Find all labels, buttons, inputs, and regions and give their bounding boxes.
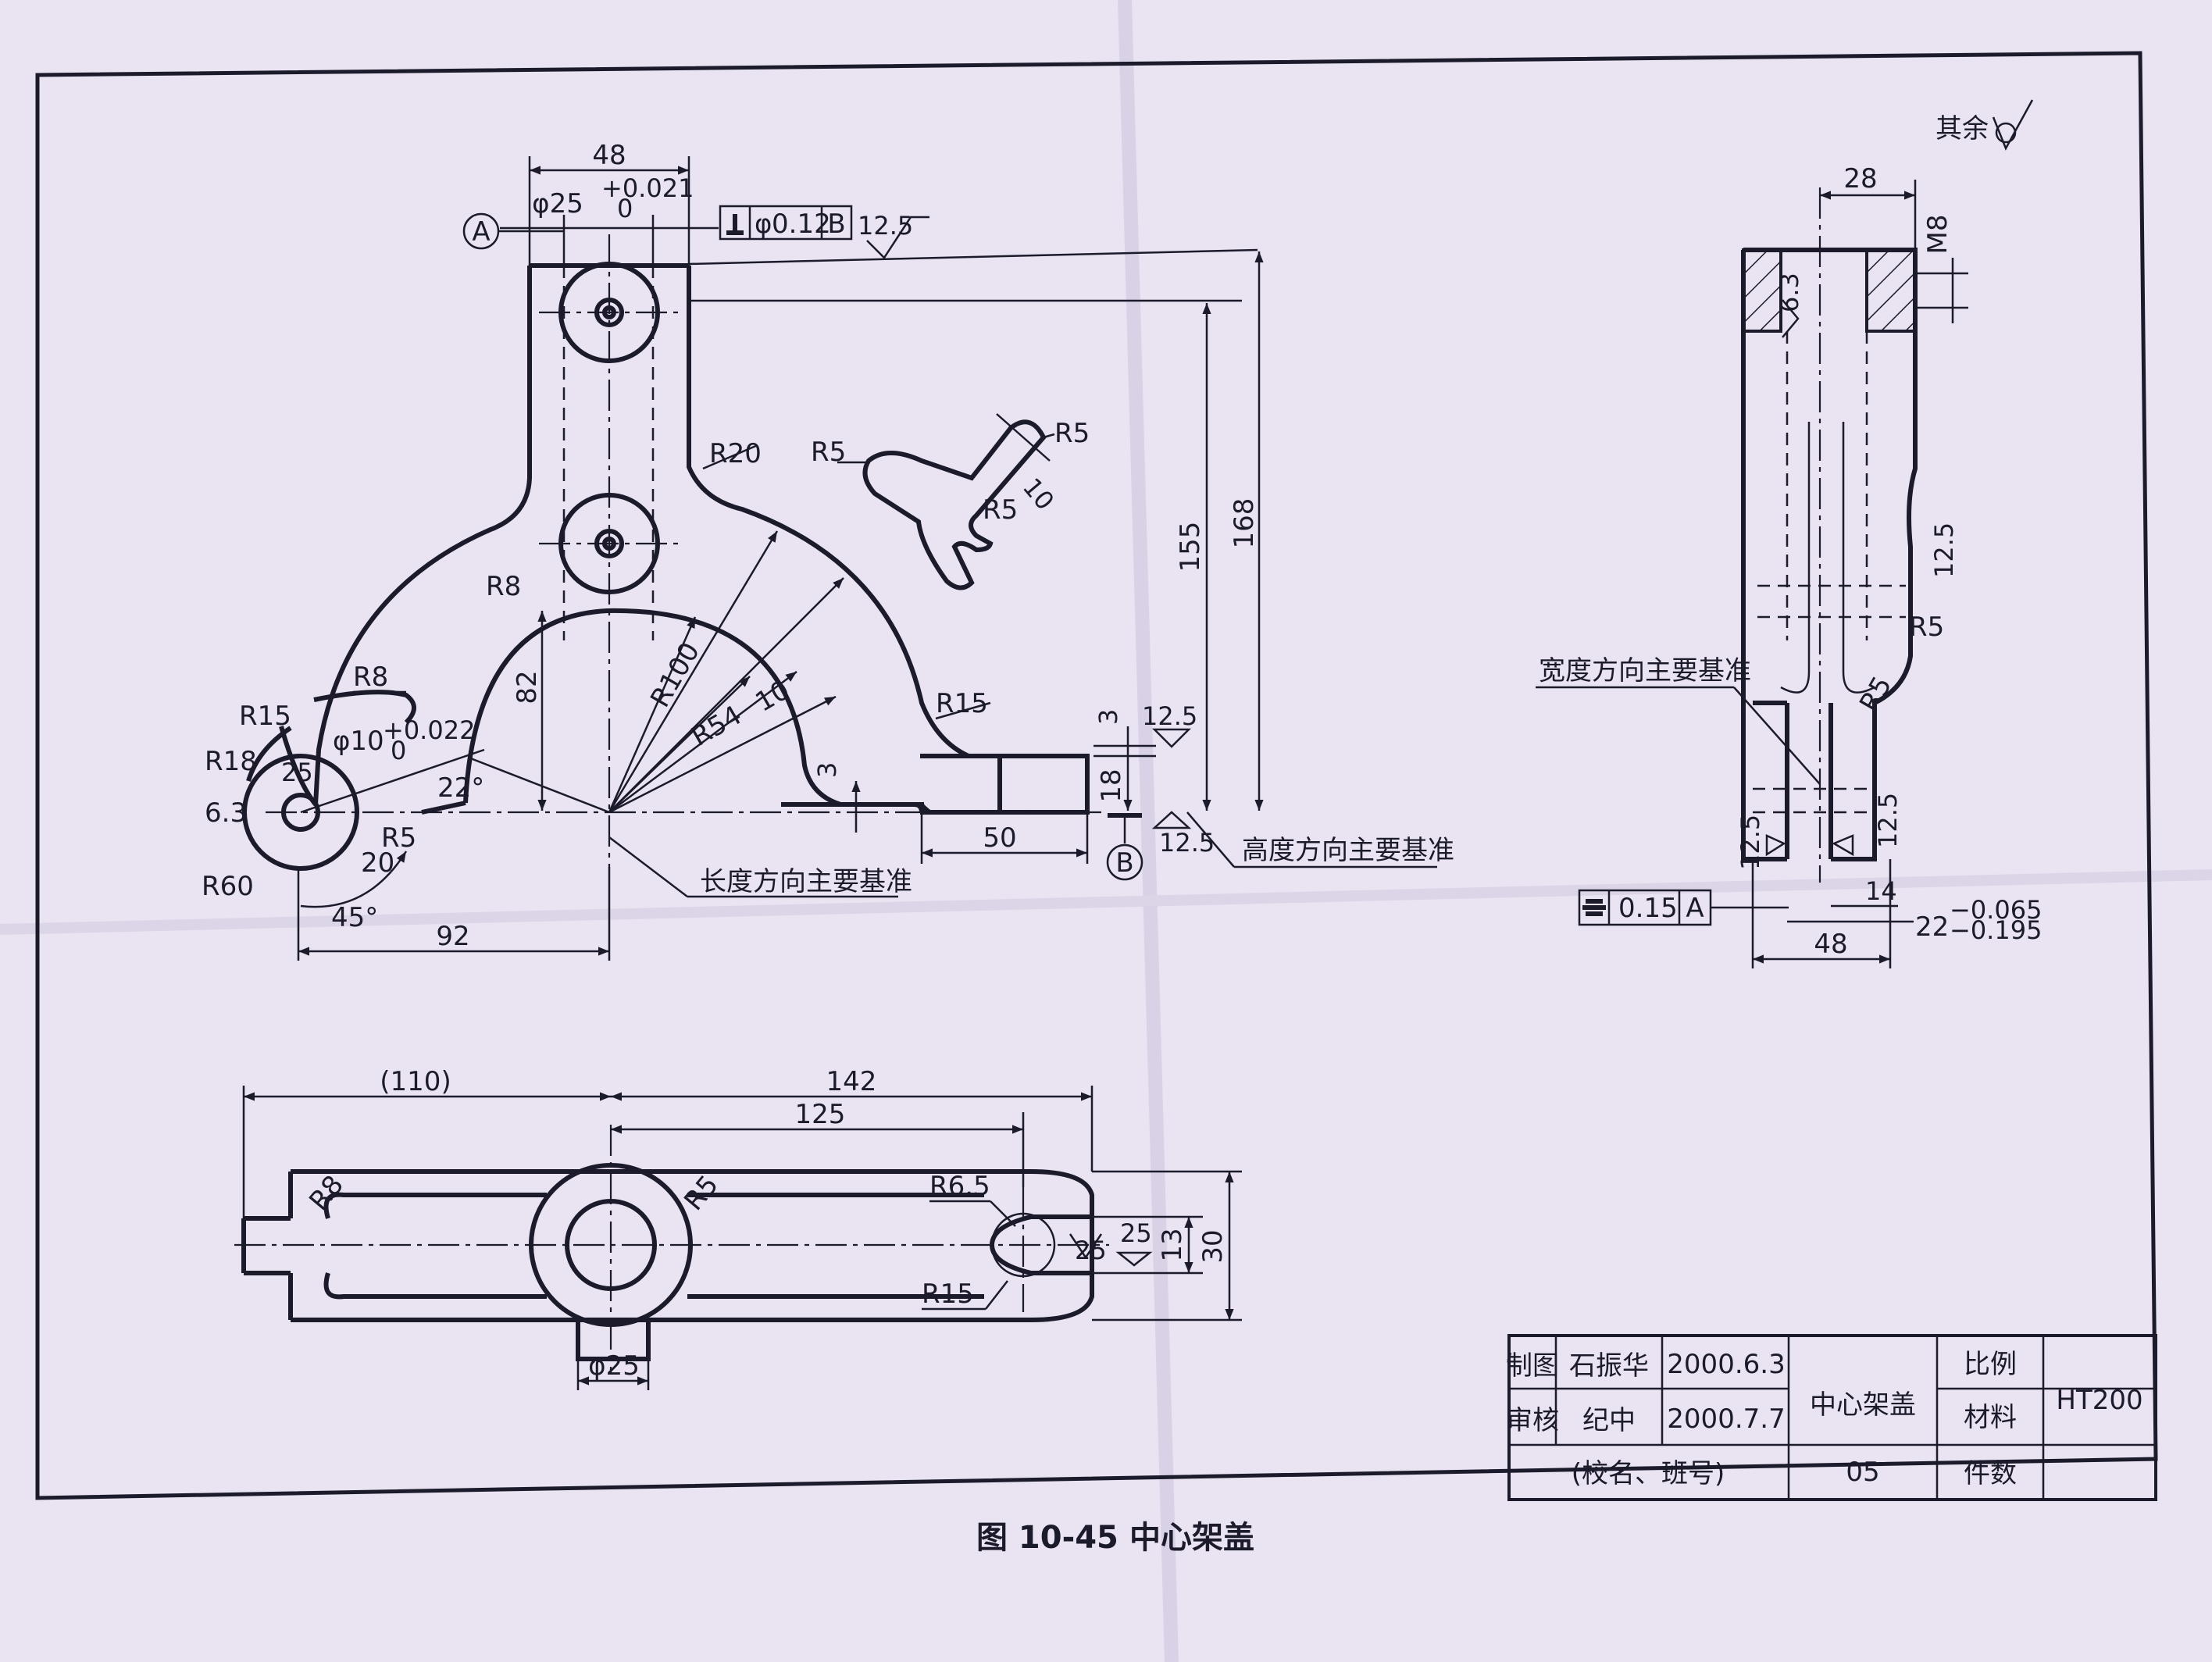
tb-school: (校名、班号)	[1572, 1458, 1725, 1489]
caption-number: 图 10-45	[976, 1520, 1118, 1556]
top-30: 30	[1197, 1229, 1229, 1263]
tb-scale-label: 比例	[1964, 1349, 2017, 1380]
dim-phi10: φ10	[333, 726, 384, 757]
dim-6-3: 6.3	[205, 797, 247, 829]
sym-value: 0.15	[1618, 893, 1678, 924]
dim-50: 50	[983, 822, 1016, 854]
tb-drawing-no: 05	[1846, 1457, 1879, 1488]
dim-phi25: φ25	[532, 188, 583, 219]
label-length-datum: 长度方向主要基准	[700, 866, 912, 897]
tol-datum: B	[827, 209, 845, 240]
dim-r18: R18	[205, 746, 257, 777]
side-rough-6-3: 6.3	[1775, 273, 1804, 312]
top-125: 125	[795, 1099, 846, 1130]
side-28: 28	[1843, 163, 1877, 194]
section-r5-lower: R5	[983, 494, 1018, 526]
top-142: 142	[826, 1066, 877, 1097]
tb-checked-date: 2000.7.7	[1667, 1403, 1785, 1435]
figure-caption: 图 10-45 中心架盖	[976, 1520, 1254, 1556]
symmetry-tolerance-frame: 0.15 A	[1578, 889, 1789, 926]
top-13: 13	[1157, 1228, 1188, 1261]
dim-25: 25	[281, 758, 313, 787]
tb-count-label: 件数	[1964, 1458, 2017, 1489]
side-rough-12-5-left: 12.5	[1736, 815, 1765, 870]
tb-material-label: 材料	[1964, 1402, 2017, 1433]
dim-r8-lower: R8	[353, 662, 388, 693]
tb-drawn-label: 制图	[1506, 1350, 1559, 1382]
datum-a: A	[472, 216, 490, 248]
dim-3-inner: 3	[812, 762, 842, 778]
side-m8: M8	[1922, 215, 1953, 255]
section-r5-right: R5	[1054, 418, 1090, 449]
svg-text:−0.065: −0.065	[1950, 895, 2042, 925]
dim-r8-upper: R8	[486, 571, 521, 602]
top-rough-25-b: 25	[1120, 1218, 1152, 1248]
tb-drawn-date: 2000.6.3	[1667, 1349, 1785, 1380]
svg-text:+0.021: +0.021	[601, 173, 694, 203]
dim-82: 82	[512, 670, 543, 704]
tb-checked-by: 纪中	[1582, 1405, 1636, 1436]
svg-text:0: 0	[617, 194, 633, 223]
dim-155: 155	[1175, 522, 1206, 572]
svg-text:+0.022: +0.022	[383, 715, 475, 745]
title-block: 制图 石振华 2000.6.3 审核 纪中 2000.7.7 (校名、班号) 中…	[1506, 1334, 2157, 1501]
dim-168: 168	[1229, 498, 1260, 549]
label-height-datum: 高度方向主要基准	[1242, 835, 1454, 866]
tb-material: HT200	[2056, 1385, 2142, 1416]
sym-datum: A	[1686, 893, 1704, 924]
side-view: 28 M8 6.3 12.5 R5 R5 12.5 12.5 14 48	[1536, 163, 2042, 968]
caption-title: 中心架盖	[1129, 1520, 1254, 1556]
side-22: 22	[1915, 911, 1949, 943]
top-110: (110)	[380, 1066, 451, 1097]
dim-r60: R60	[202, 871, 254, 902]
dim-48: 48	[592, 140, 626, 171]
dim-3: 3	[1094, 709, 1123, 725]
tol-value: 0.12	[772, 209, 831, 240]
roughness-bottom: 12.5	[1159, 828, 1215, 858]
dim-22deg: 22°	[437, 772, 484, 804]
label-remaining: 其余	[1936, 113, 1989, 144]
tol-phi: φ	[755, 209, 772, 240]
label-width-datum: 宽度方向主要基准	[1539, 655, 1751, 687]
side-r5-a: R5	[1909, 612, 1944, 643]
dim-r15-right: R15	[936, 688, 988, 719]
svg-text:0: 0	[391, 736, 406, 765]
dim-92: 92	[436, 921, 469, 952]
removed-section: R5 R5 R5 10	[811, 413, 1090, 590]
side-rough-12-5-right: 12.5	[1873, 793, 1903, 848]
roughness-right: 12.5	[1142, 701, 1197, 731]
top-phi25: φ25	[588, 1350, 640, 1382]
tb-part-name: 中心架盖	[1810, 1389, 1916, 1421]
datum-b: B	[1115, 847, 1133, 879]
side-48: 48	[1814, 929, 1847, 960]
svg-text:−0.195: −0.195	[1950, 915, 2042, 945]
perpendicularity-tolerance-frame: φ 0.12 B	[719, 205, 853, 241]
dim-r15-left: R15	[239, 701, 291, 732]
remaining-roughness-note: 其余	[1936, 99, 2034, 151]
top-view: (110) 142 125 R8 R5 R6.5 25 25 13 30 R15…	[234, 1066, 1242, 1390]
dim-18: 18	[1096, 769, 1127, 802]
tb-drawn-by: 石振华	[1569, 1350, 1649, 1382]
top-r15: R15	[922, 1279, 974, 1310]
side-rough-12-5-mid: 12.5	[1929, 522, 1959, 578]
dim-r5: R5	[381, 822, 416, 854]
top-r6-5: R6.5	[929, 1171, 990, 1202]
dim-45deg: 45°	[331, 902, 378, 933]
side-14: 14	[1865, 876, 1897, 906]
tb-checked-label: 审核	[1506, 1405, 1559, 1436]
